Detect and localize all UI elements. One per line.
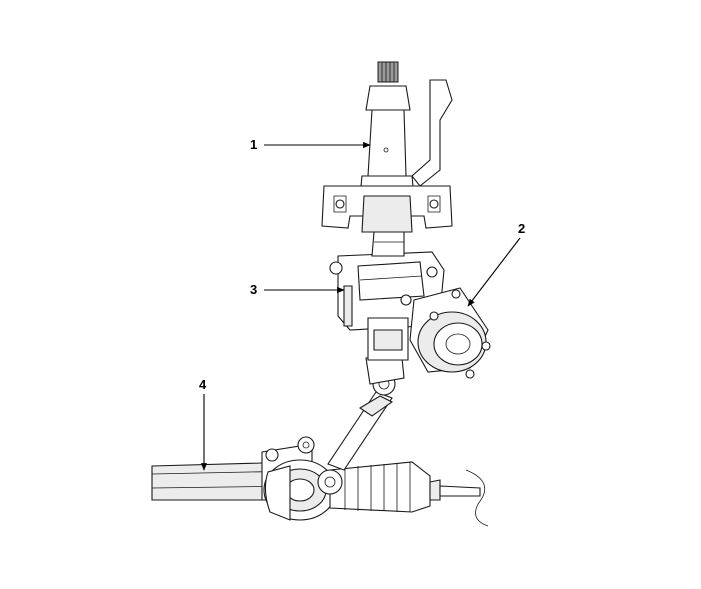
steering-column xyxy=(321,61,453,257)
eps-motor xyxy=(409,287,491,379)
callout-1-label: 1 xyxy=(250,137,258,152)
callout-2-label: 2 xyxy=(518,221,526,236)
steering-gear-rack xyxy=(151,436,489,527)
callout-2-leader xyxy=(467,237,521,307)
intermediate-shaft xyxy=(317,357,405,495)
callout-3-label: 3 xyxy=(250,282,258,297)
callout-4-label: 4 xyxy=(199,377,207,392)
